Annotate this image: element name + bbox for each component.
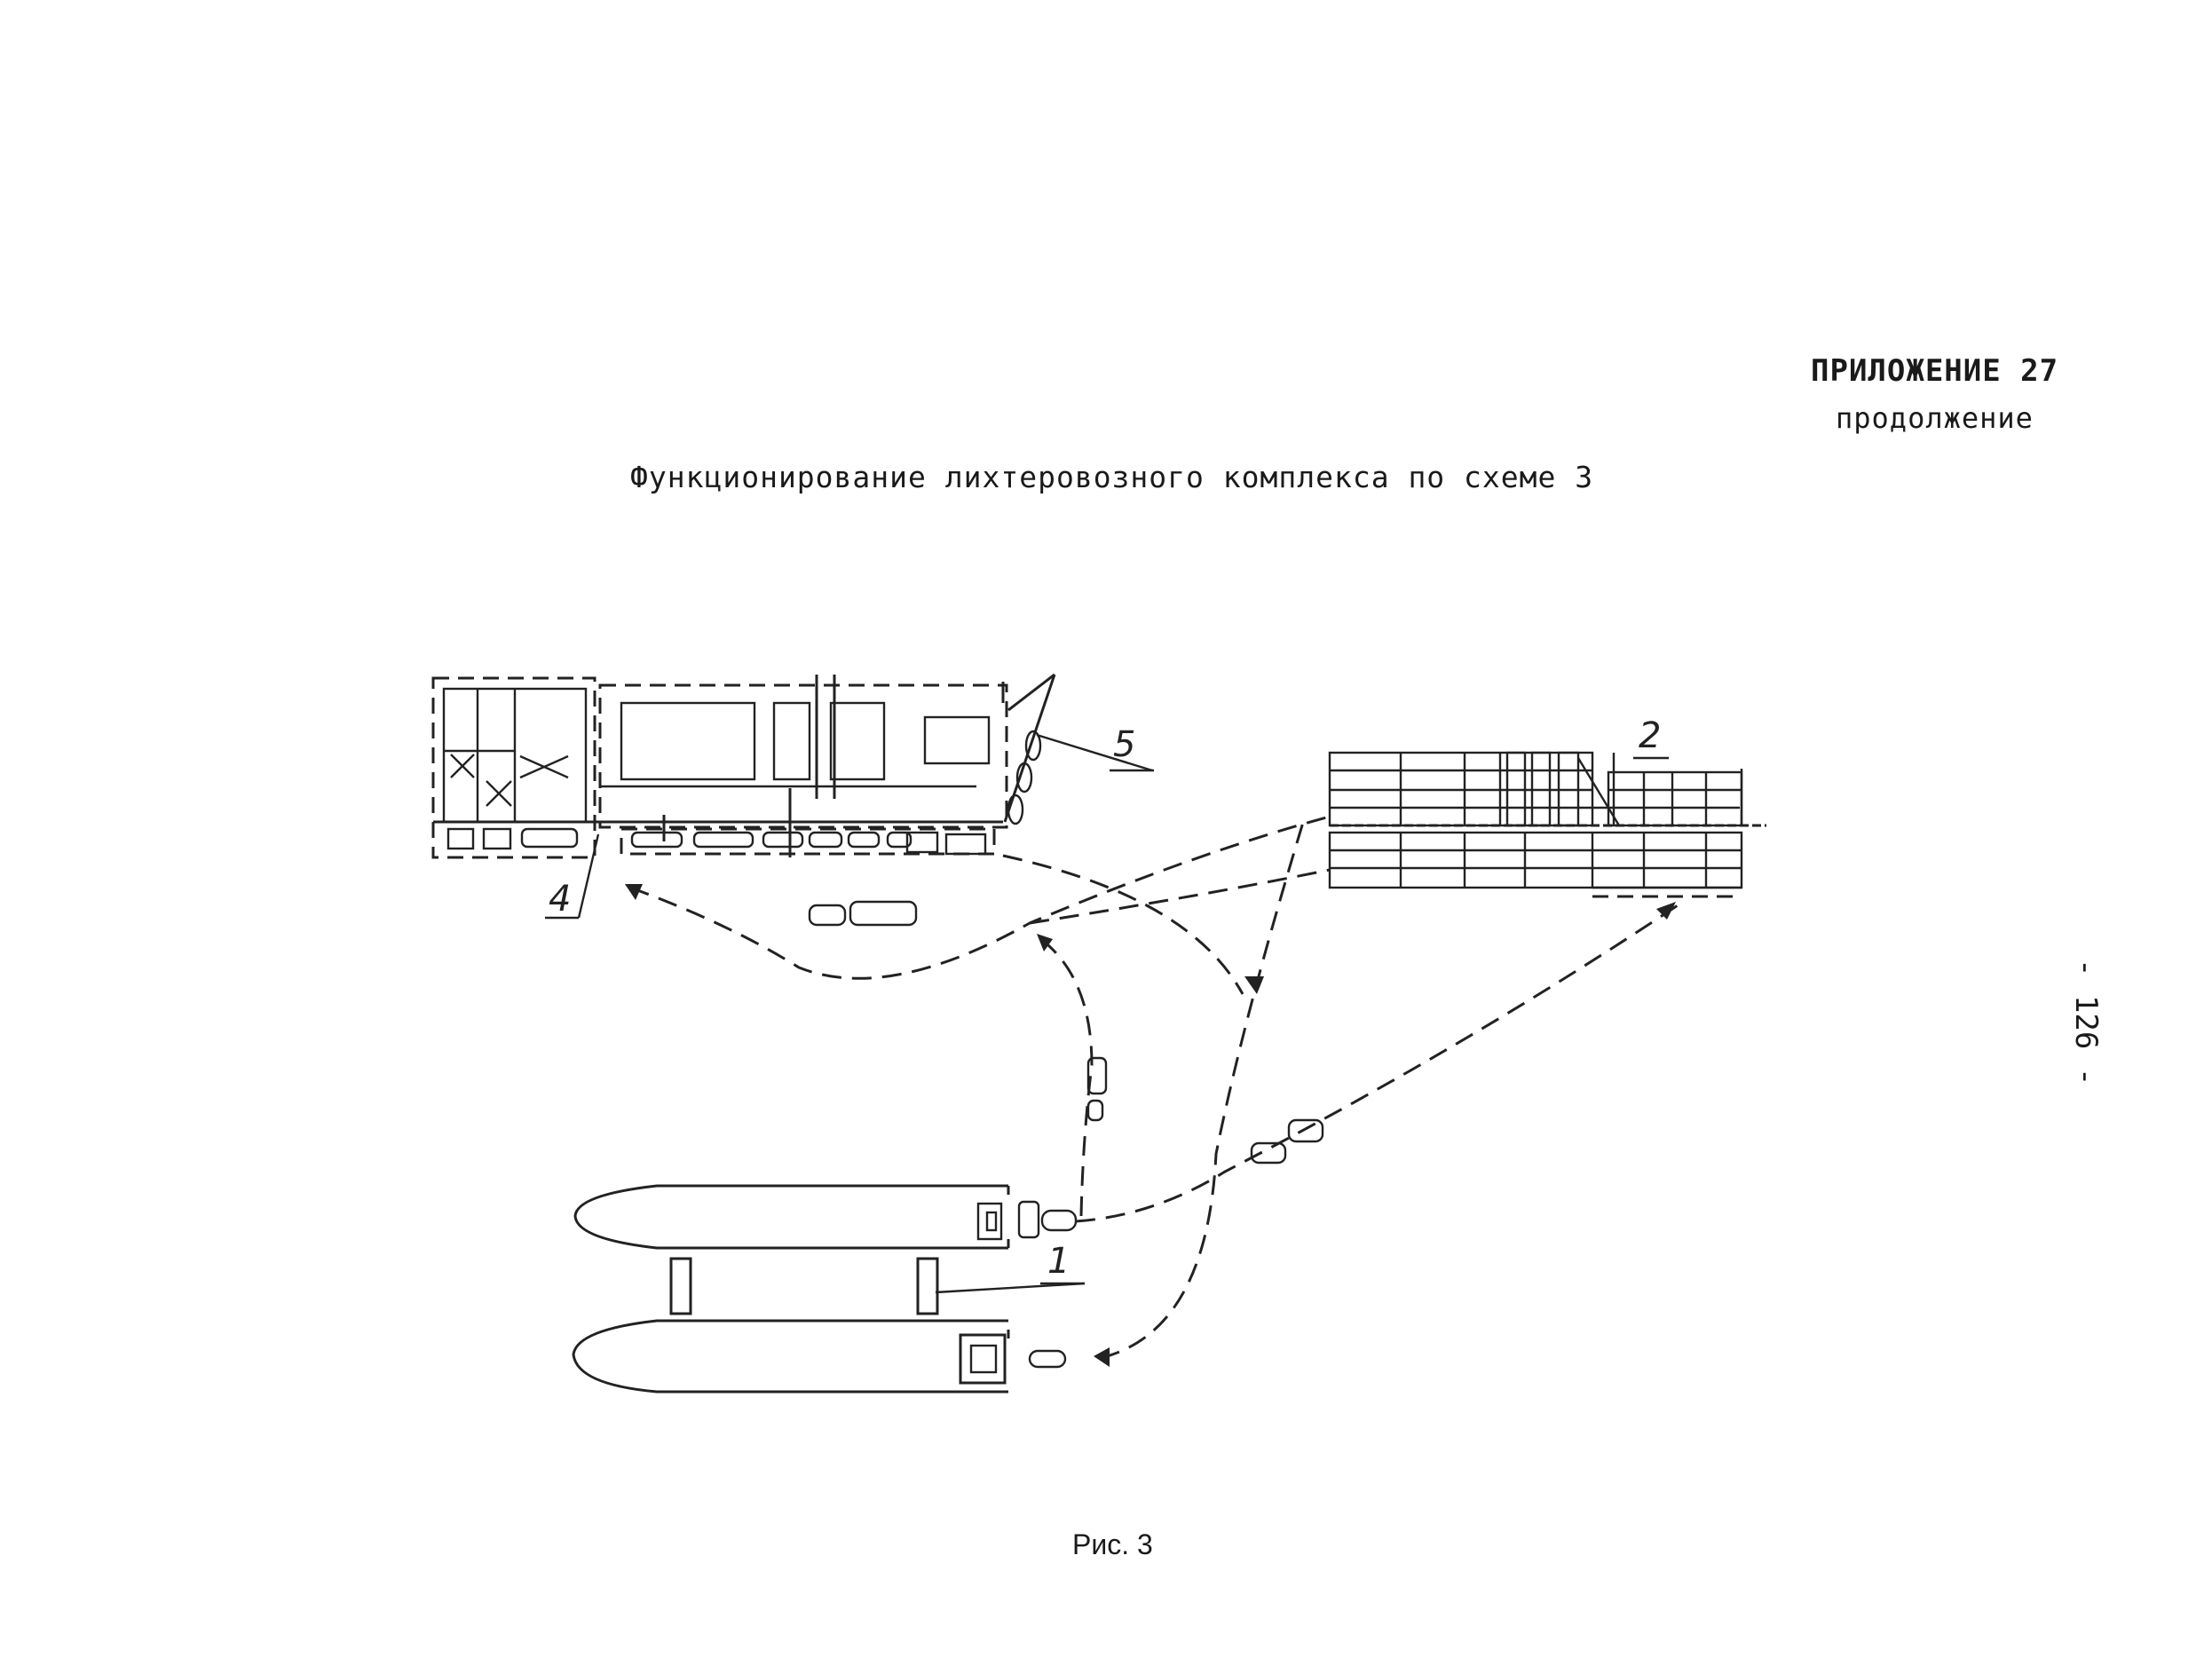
port-terminal bbox=[431, 673, 1056, 859]
lighter-carrier-ships bbox=[572, 1184, 1078, 1394]
callout-4: 4 bbox=[549, 879, 571, 920]
callout-2: 2 bbox=[1639, 715, 1661, 756]
appendix-continued: продолжение bbox=[1836, 401, 2034, 435]
callout-leaders bbox=[545, 733, 1669, 1294]
figure-caption: Рис. 3 bbox=[1072, 1528, 1153, 1560]
lighter-stack bbox=[1328, 751, 1766, 898]
figure-title: Функционирование лихтеровозного комплекс… bbox=[630, 460, 1594, 494]
movement-paths bbox=[625, 815, 1679, 1367]
callout-5: 5 bbox=[1113, 724, 1135, 765]
callout-1: 1 bbox=[1047, 1241, 1070, 1282]
appendix-heading: ПРИЛОЖЕНИЕ 27 bbox=[1811, 353, 2059, 389]
